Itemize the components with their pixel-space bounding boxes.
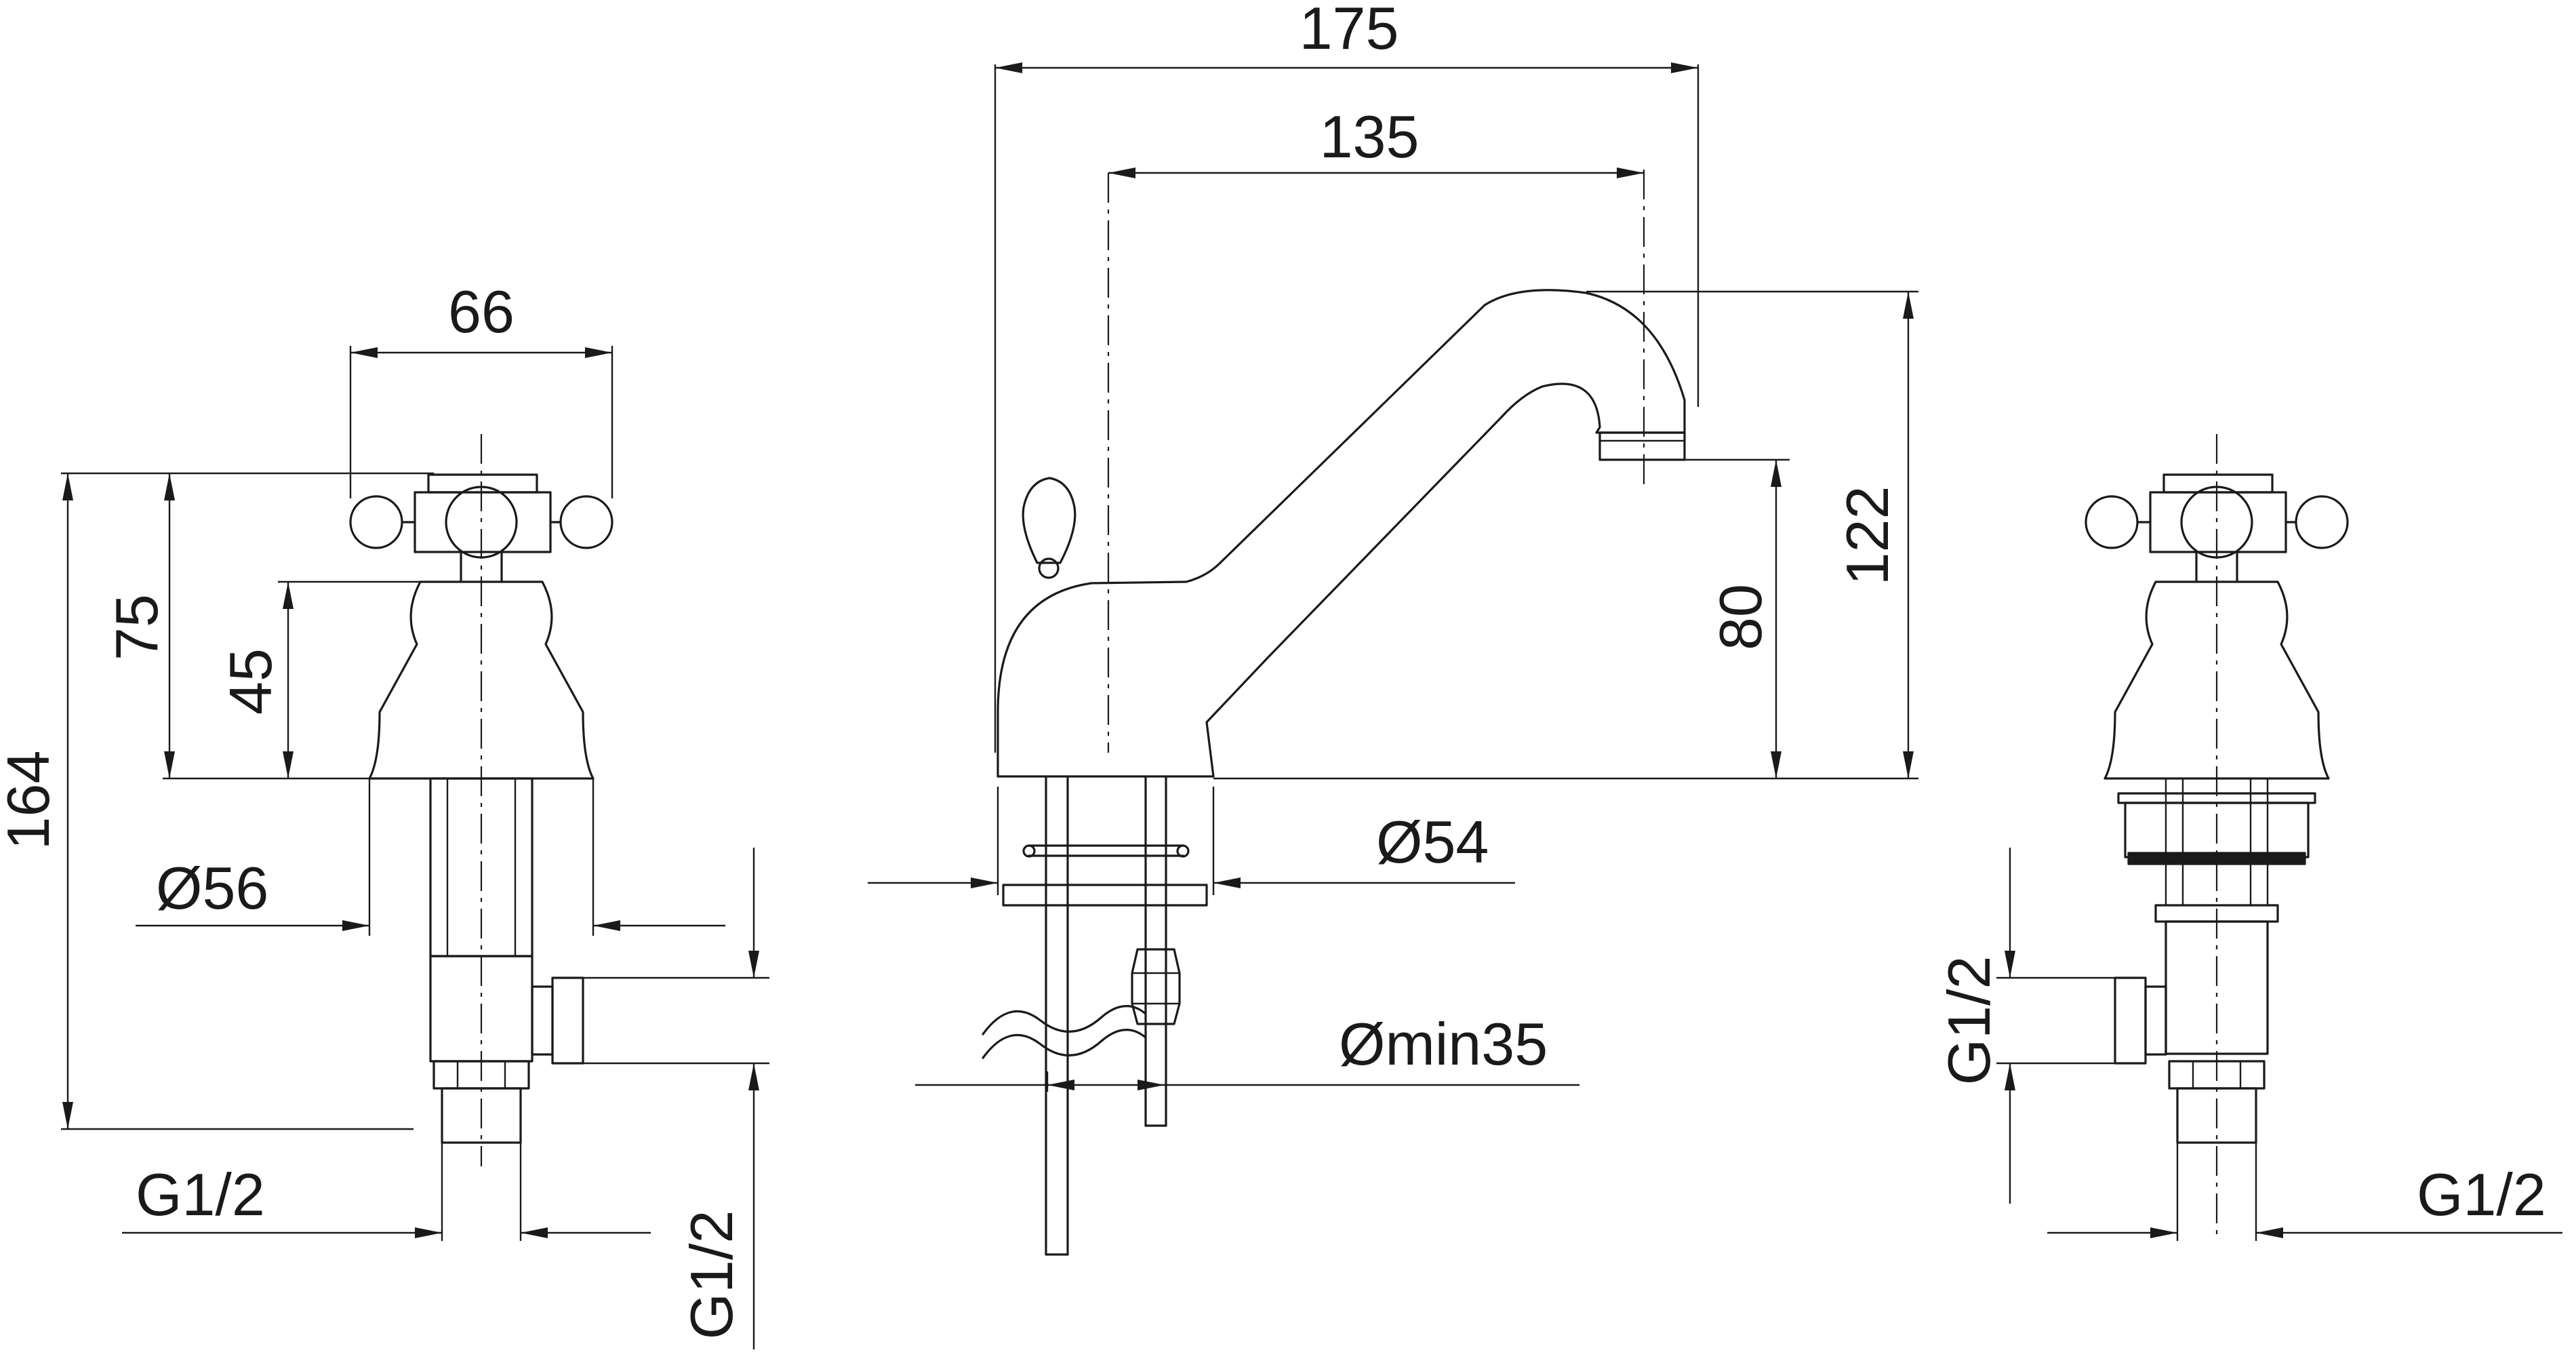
label-175: 175: [1300, 0, 1399, 62]
label-dia-min35: Ømin35: [1339, 1010, 1548, 1078]
label-dia-56: Ø56: [156, 854, 268, 922]
label-g12-left-vertical: G1/2: [678, 1210, 745, 1340]
spout-dimensions: [868, 62, 1918, 1092]
label-122: 122: [1834, 486, 1901, 586]
label-g12-right-vertical: G1/2: [1935, 956, 2003, 1086]
label-g12-left-horizontal: G1/2: [136, 1161, 265, 1228]
label-45: 45: [217, 648, 284, 715]
label-80: 80: [1707, 584, 1774, 650]
left-valve-view: [349, 434, 613, 1166]
dimension-labels: 66 164 75 45 Ø56 G1/2 G1/2 175 135 122 8…: [0, 0, 2546, 1339]
label-164: 164: [0, 751, 62, 850]
right-valve-view: [2085, 434, 2349, 1241]
label-75: 75: [103, 594, 170, 660]
spout-view: [982, 170, 1686, 1256]
label-g12-right-horizontal: G1/2: [2417, 1161, 2546, 1228]
label-135: 135: [1320, 103, 1420, 170]
label-66: 66: [448, 278, 515, 345]
right-dimensions: [1996, 848, 2562, 1241]
label-dia-54: Ø54: [1376, 808, 1489, 875]
left-dimensions: [61, 346, 769, 1349]
